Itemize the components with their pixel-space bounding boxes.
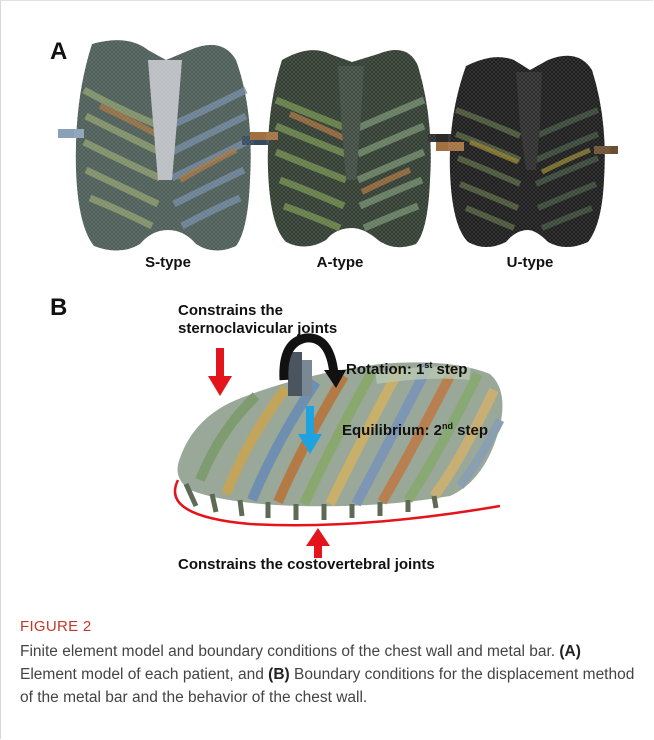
a-type-label: A-type [280, 254, 400, 271]
caption-bold-a: (A) [559, 643, 581, 660]
equilibrium-suffix: step [453, 422, 488, 439]
rotation-prefix: Rotation: 1 [346, 361, 424, 378]
caption-part1: Finite element model and boundary condit… [20, 643, 559, 660]
caption-bold-b: (B) [268, 666, 290, 683]
u-type-label: U-type [470, 254, 590, 271]
a-type-chest-model [250, 50, 452, 254]
equilibrium-prefix: Equilibrium: 2 [342, 422, 442, 439]
chest-wall-boundary-figure [0, 330, 654, 580]
rotation-suffix: step [432, 361, 467, 378]
costovertebral-constraint-arrow [306, 528, 330, 558]
s-type-chest-model [58, 40, 268, 254]
equilibrium-sup: nd [442, 421, 453, 431]
s-type-label: S-type [108, 254, 228, 271]
constrain-costovertebral-label: Constrains the costovertebral joints [178, 556, 435, 574]
sternoclavicular-constraint-arrow [208, 348, 232, 396]
constrain-top-line1: Constrains the [178, 302, 337, 320]
figure-caption: Finite element model and boundary condit… [20, 640, 640, 709]
figure-title: FIGURE 2 [20, 618, 92, 635]
metal-bar [288, 352, 312, 396]
equilibrium-step-label: Equilibrium: 2nd step [342, 417, 488, 440]
chest-models-figure [0, 30, 654, 280]
chest-wall-model [178, 362, 503, 520]
u-type-chest-model [436, 56, 618, 254]
panel-b-letter: B [50, 294, 67, 322]
rotation-step-label: Rotation: 1st step [346, 356, 467, 379]
caption-part2: Element model of each patient, and [20, 666, 268, 683]
